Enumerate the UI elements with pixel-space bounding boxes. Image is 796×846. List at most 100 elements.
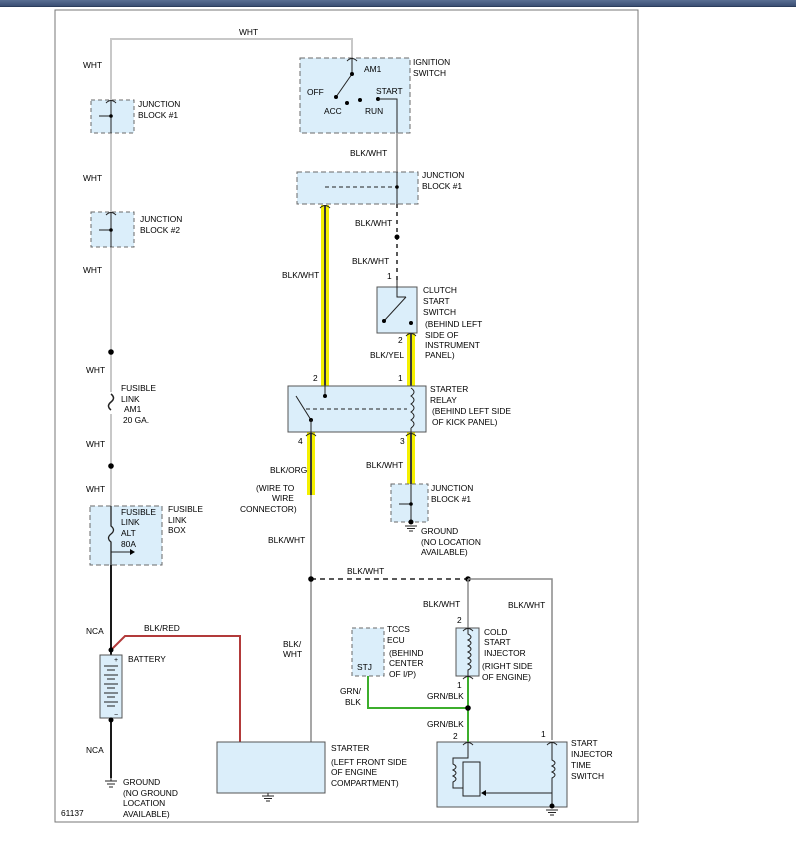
pin-number: 4 bbox=[298, 436, 303, 446]
svg-text:LOCATION: LOCATION bbox=[123, 798, 165, 808]
fusible-link-label: FUSIBLE bbox=[121, 383, 156, 393]
svg-text:OF ENGINE): OF ENGINE) bbox=[482, 672, 531, 682]
svg-text:ECU: ECU bbox=[387, 635, 405, 645]
wire-label: BLK/ bbox=[283, 639, 302, 649]
svg-text:BLOCK #1: BLOCK #1 bbox=[138, 110, 178, 120]
pin-number: 2 bbox=[457, 615, 462, 625]
svg-text:CENTER: CENTER bbox=[389, 658, 423, 668]
starter-motor bbox=[216, 741, 326, 802]
timer-switch-label: START bbox=[571, 738, 598, 748]
wire-label: GRN/ bbox=[340, 686, 362, 696]
ground-left-label: GROUND bbox=[123, 777, 160, 787]
jb1-left-label: JUNCTION bbox=[138, 99, 180, 109]
svg-text:SWITCH: SWITCH bbox=[571, 771, 604, 781]
wire-label: GRN/BLK bbox=[427, 691, 464, 701]
wire-label: WHT bbox=[239, 27, 258, 37]
svg-text:START: START bbox=[484, 637, 511, 647]
svg-text:AVAILABLE): AVAILABLE) bbox=[421, 547, 468, 557]
wire-label: WHT bbox=[83, 60, 102, 70]
tccs-stj: STJ bbox=[357, 662, 372, 672]
connector-marks bbox=[105, 58, 558, 746]
battery: + − bbox=[99, 654, 123, 719]
wire-connector-label: (WIRE TO bbox=[256, 483, 295, 493]
cold-start-injector bbox=[455, 627, 480, 677]
fusible-link-box bbox=[89, 505, 163, 566]
pin-number: 1 bbox=[457, 680, 462, 690]
jb2-left-label: JUNCTION bbox=[140, 214, 182, 224]
pin-number: 1 bbox=[398, 373, 403, 383]
ign-run: RUN bbox=[365, 106, 383, 116]
svg-text:SWITCH: SWITCH bbox=[413, 68, 446, 78]
ground-lower-label: GROUND bbox=[421, 526, 458, 536]
ignition-switch bbox=[299, 57, 411, 134]
wire-label: BLK bbox=[345, 697, 361, 707]
pin-number: 2 bbox=[313, 373, 318, 383]
svg-text:TIME: TIME bbox=[571, 760, 591, 770]
wire-label: WHT bbox=[83, 265, 102, 275]
svg-text:20 GA.: 20 GA. bbox=[123, 415, 149, 425]
cold-injector-label: COLD bbox=[484, 627, 507, 637]
start-injector-time-switch bbox=[436, 741, 568, 816]
wire-label: BLK/ORG bbox=[270, 465, 307, 475]
wire-label: WHT bbox=[283, 649, 302, 659]
svg-text:WIRE: WIRE bbox=[272, 493, 294, 503]
starter-note: (LEFT FRONT SIDE bbox=[331, 757, 407, 767]
svg-text:INJECTOR: INJECTOR bbox=[571, 749, 613, 759]
svg-text:OF I/P): OF I/P) bbox=[389, 669, 416, 679]
junction-block-1-lower bbox=[390, 483, 429, 523]
wire-label: NCA bbox=[86, 745, 104, 755]
svg-text:(NO LOCATION: (NO LOCATION bbox=[421, 537, 481, 547]
wire-label: BLK/WHT bbox=[282, 270, 319, 280]
wire-label: BLK/RED bbox=[144, 623, 180, 633]
wire-label: BLK/WHT bbox=[508, 600, 545, 610]
svg-text:BLOCK #1: BLOCK #1 bbox=[422, 181, 462, 191]
fl-box-label: FUSIBLE bbox=[168, 504, 203, 514]
jb1-lower-label: JUNCTION bbox=[431, 483, 473, 493]
ign-am1: AM1 bbox=[364, 64, 382, 74]
wire-label: NCA bbox=[86, 626, 104, 636]
diagram-frame bbox=[54, 9, 639, 823]
ignition-switch-label: IGNITION bbox=[413, 57, 450, 67]
junction-block-1-left bbox=[90, 99, 135, 134]
cold-injector-note: (RIGHT SIDE bbox=[482, 661, 533, 671]
svg-text:ALT: ALT bbox=[121, 528, 136, 538]
tccs-ecu-label: TCCS bbox=[387, 624, 410, 634]
svg-text:AM1: AM1 bbox=[124, 404, 142, 414]
svg-text:SIDE OF: SIDE OF bbox=[425, 330, 459, 340]
wht-wire-top bbox=[110, 38, 353, 100]
battery-label: BATTERY bbox=[128, 654, 166, 664]
svg-text:CONNECTOR): CONNECTOR) bbox=[240, 504, 297, 514]
tccs-note: (BEHIND bbox=[389, 648, 423, 658]
junction-block-1-center bbox=[296, 171, 419, 205]
ground-symbol-battery bbox=[105, 778, 117, 788]
tccs-ecu bbox=[351, 627, 385, 677]
svg-text:(NO GROUND: (NO GROUND bbox=[123, 788, 178, 798]
wire-label: WHT bbox=[83, 173, 102, 183]
junction-block-2-left bbox=[90, 211, 135, 248]
clutch-switch-label: CLUTCH bbox=[423, 285, 457, 295]
starter-relay-note: (BEHIND LEFT SIDE bbox=[432, 406, 511, 416]
wire-label: BLK/WHT bbox=[350, 148, 387, 158]
wire-label: BLK/WHT bbox=[423, 599, 460, 609]
starter-relay bbox=[287, 385, 427, 433]
wire-label: BLK/WHT bbox=[268, 535, 305, 545]
ign-acc: ACC bbox=[324, 106, 342, 116]
wire-label: BLK/WHT bbox=[352, 256, 389, 266]
svg-text:RELAY: RELAY bbox=[430, 395, 457, 405]
svg-text:LINK: LINK bbox=[121, 394, 140, 404]
window-top-bar bbox=[0, 0, 796, 7]
wire-label: WHT bbox=[86, 439, 105, 449]
starter-label: STARTER bbox=[331, 743, 369, 753]
svg-text:BLOCK #2: BLOCK #2 bbox=[140, 225, 180, 235]
pin-number: 1 bbox=[541, 729, 546, 739]
clutch-note: (BEHIND LEFT bbox=[425, 319, 482, 329]
wire-label: BLK/WHT bbox=[347, 566, 384, 576]
wire-label: BLK/WHT bbox=[355, 218, 392, 228]
splice-dot bbox=[394, 234, 400, 240]
fusible-link-am1 bbox=[107, 393, 115, 411]
pin-number: 1 bbox=[387, 271, 392, 281]
svg-text:OF KICK PANEL): OF KICK PANEL) bbox=[432, 417, 498, 427]
svg-text:BOX: BOX bbox=[168, 525, 186, 535]
svg-text:80A: 80A bbox=[121, 539, 136, 549]
